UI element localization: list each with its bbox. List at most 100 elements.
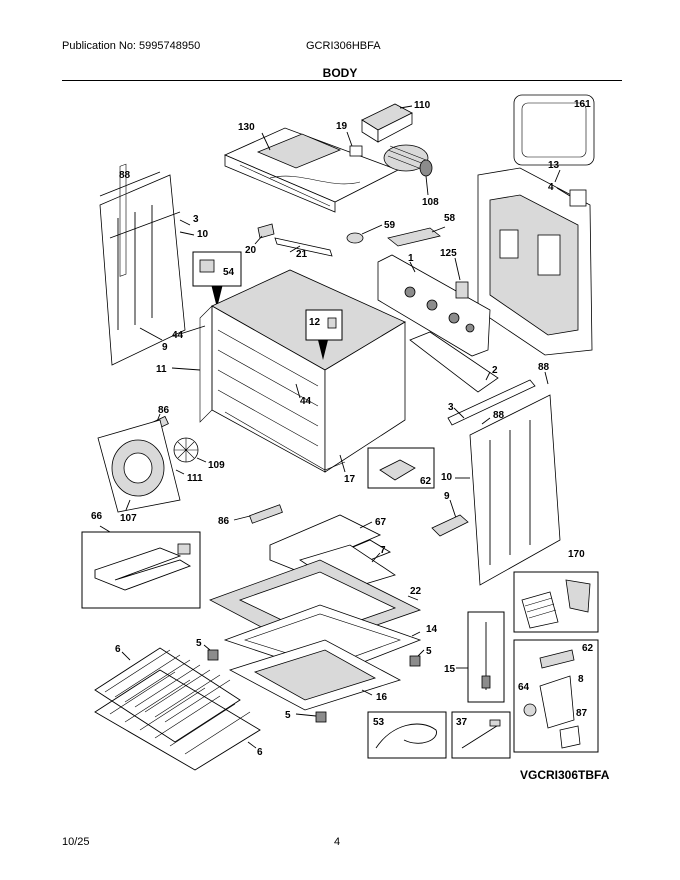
callout-5b: 5 — [426, 646, 432, 657]
variant-code: VGCRI306TBFA — [520, 768, 610, 782]
section-title: BODY — [322, 66, 358, 80]
part-20-latch — [257, 223, 275, 239]
callout-130: 130 — [238, 122, 255, 133]
part-13-rear-panel — [477, 167, 593, 356]
callout-9b: 9 — [444, 491, 450, 502]
callout-21: 21 — [296, 249, 308, 260]
leader-110 — [399, 105, 413, 109]
callout-13: 13 — [548, 160, 560, 171]
leader-108 — [425, 175, 429, 196]
leader-7 — [371, 552, 381, 563]
leader-111 — [175, 469, 185, 475]
leader-3a — [179, 219, 191, 226]
part-64-roller — [523, 703, 537, 717]
callout-108: 108 — [422, 197, 439, 208]
leader-19 — [346, 131, 353, 147]
callout-6b: 6 — [257, 747, 263, 758]
part-10-left-side-panel — [99, 163, 186, 366]
pointer-54 — [211, 285, 223, 307]
callout-54: 54 — [223, 267, 235, 278]
callout-3a: 3 — [193, 214, 199, 225]
callout-88c: 88 — [493, 410, 505, 421]
callout-5c: 5 — [285, 710, 291, 721]
leader-88b — [544, 371, 549, 385]
part-37-thermostat-sensor — [461, 719, 501, 749]
callout-15: 15 — [444, 664, 456, 675]
part-59-knob — [346, 232, 364, 244]
part-125-sensor — [455, 281, 469, 299]
leader-1 — [409, 261, 416, 273]
leader-9b — [449, 499, 457, 519]
part-10-right-side-panel — [447, 379, 561, 586]
part-62-hinge — [379, 459, 416, 481]
part-170-hardware-kit — [521, 579, 591, 629]
callout-125: 125 — [440, 248, 457, 259]
part-12-light-socket — [327, 317, 337, 329]
part-87-gasket-clip — [559, 725, 581, 749]
part-15-temp-probe — [481, 622, 491, 690]
callout-58: 58 — [444, 213, 456, 224]
leader-21 — [289, 245, 301, 253]
part-5-leveling-leg-front — [315, 711, 327, 723]
leader-109 — [196, 457, 207, 463]
callout-107: 107 — [120, 513, 137, 524]
callout-10b: 10 — [441, 472, 453, 483]
callout-44b: 44 — [300, 396, 312, 407]
leader-88a — [99, 171, 161, 197]
leader-67 — [359, 521, 373, 529]
part-6-oven-rack-upper — [94, 647, 241, 743]
pointer-12 — [318, 340, 328, 360]
part-130-top-panel — [224, 127, 399, 213]
part-53-wire-harness — [375, 723, 437, 749]
part-161-trim-frame — [513, 94, 595, 166]
leader-10a — [179, 231, 195, 236]
leader-17 — [339, 454, 346, 473]
part-6-oven-rack-lower — [94, 669, 261, 771]
callout-20: 20 — [245, 245, 257, 256]
callout-62b: 62 — [582, 643, 594, 654]
callout-87: 87 — [576, 708, 588, 719]
part-62-hinge-lower — [539, 649, 575, 669]
part-2-right-trim — [409, 331, 499, 393]
leader-9a — [139, 327, 163, 341]
leader-130 — [261, 132, 271, 151]
callout-67: 67 — [375, 517, 387, 528]
leader-66 — [99, 525, 111, 533]
header-rule — [62, 80, 622, 81]
part-109-fan-blade — [173, 437, 199, 463]
leader-44b — [295, 383, 301, 399]
callout-170: 170 — [568, 549, 585, 560]
callout-62a: 62 — [420, 476, 432, 487]
part-11-oven-cavity — [199, 269, 406, 473]
part-54-switch — [199, 259, 215, 273]
callout-86a: 86 — [158, 405, 170, 416]
leader-16 — [361, 689, 373, 696]
callout-3b: 3 — [448, 402, 454, 413]
leader-107 — [125, 499, 131, 511]
callout-2: 2 — [492, 365, 498, 376]
callout-7: 7 — [380, 545, 386, 556]
callout-6a: 6 — [115, 644, 121, 655]
callout-88a: 88 — [119, 170, 131, 181]
leader-4 — [556, 187, 571, 197]
leader-88c — [481, 417, 491, 425]
leader-44a — [179, 325, 206, 335]
part-5-leveling-leg-left — [207, 649, 219, 661]
publication-number: Publication No: 5995748950 — [62, 40, 201, 52]
callout-10a: 10 — [197, 229, 209, 240]
part-1-control-board — [377, 254, 491, 357]
exploded-parts-diagram: 110 19 130 161 13 88 108 4 3 10 59 58 20… — [81, 94, 599, 771]
leader-11 — [171, 367, 201, 371]
inset-53 — [367, 711, 447, 759]
leader-14 — [411, 631, 421, 637]
leader-6a — [121, 651, 131, 661]
callout-53: 53 — [373, 717, 385, 728]
leader-5a — [203, 644, 211, 651]
callout-88b: 88 — [538, 362, 550, 373]
callout-59: 59 — [384, 220, 396, 231]
callout-86b: 86 — [218, 516, 230, 527]
leader-20 — [254, 235, 263, 245]
callout-12: 12 — [309, 317, 321, 328]
leader-6b — [247, 741, 257, 749]
leader-22 — [407, 595, 419, 601]
